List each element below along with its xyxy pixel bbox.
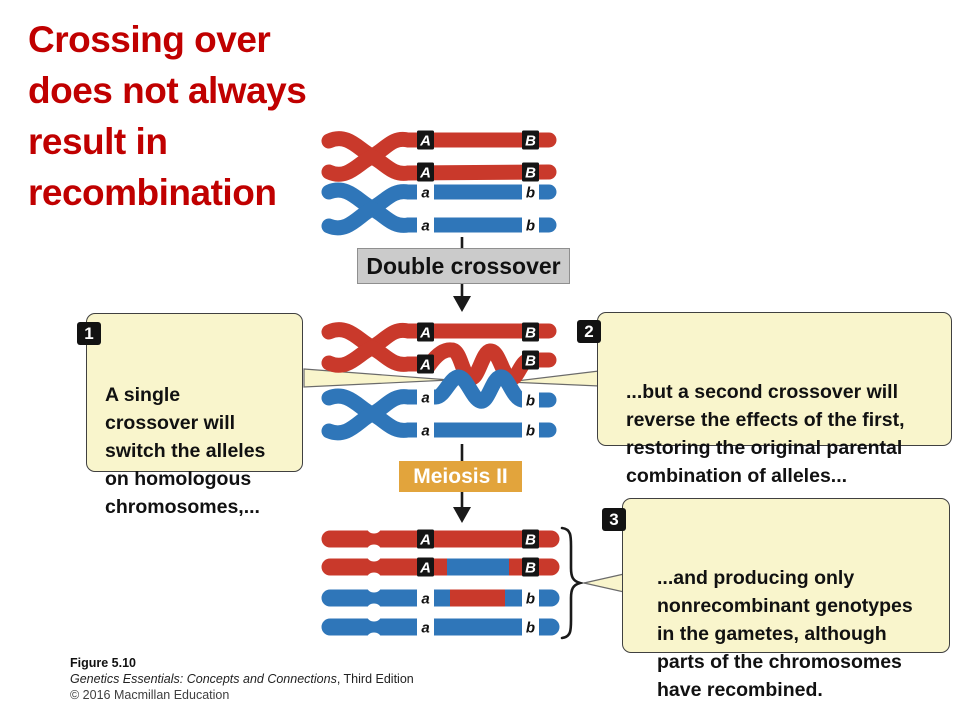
callout-box-1: 1 A single crossover will switch the all… [77,313,303,518]
gametes-brace [560,526,585,640]
svg-text:A: A [419,532,431,549]
blue-chromatid-bottom [321,200,557,236]
svg-text:B: B [525,532,536,549]
svg-text:A: A [419,325,431,342]
callout-box-3: 3 ...and producing only nonrecombinant g… [602,498,950,701]
svg-text:B: B [525,560,536,577]
svg-text:b: b [526,620,535,637]
book-edition: , Third Edition [336,672,414,686]
svg-text:A: A [419,133,431,150]
callout-1-text: A single crossover will switch the allel… [105,384,266,518]
double-crossover-label: Double crossover [357,248,570,284]
slide-title: Crossing over does not always result in … [28,19,307,213]
svg-text:B: B [525,133,536,150]
parental-chromosome-pair [321,131,557,236]
callout-2-text: ...but a second crossover will reverse t… [626,381,905,487]
crossover-chromosome-pair [321,322,557,441]
centromere-notches [367,522,381,644]
gamete-chromosomes [321,530,560,636]
red-chromatid-top-2 [321,322,557,356]
gamete-2-blue-segment [447,558,509,576]
svg-text:A: A [419,357,431,374]
gamete-allele-labels: A B A B a b a b [417,529,539,637]
svg-text:B: B [525,353,536,370]
callout-1-number-badge: 1 [77,322,101,345]
figure-number: Figure 5.10 [70,656,136,670]
svg-text:a: a [421,591,429,608]
svg-text:a: a [421,620,429,637]
red-chromatid-bottom [321,148,557,182]
svg-text:A: A [419,560,431,577]
callout-box-2: 2 ...but a second crossover will reverse… [577,312,952,487]
callout-1-pointer [303,368,451,388]
svg-text:a: a [421,390,429,407]
callout-3-text: ...and producing only nonrecombinant gen… [657,567,913,701]
copyright-line: © 2016 Macmillan Education [70,688,230,702]
svg-text:a: a [421,185,429,202]
red-chromatid-top [321,131,557,165]
book-reference: Genetics Essentials: Concepts and Connec… [70,671,414,687]
svg-text:B: B [525,165,536,182]
callout-3-pointer [583,573,625,593]
blue-chromatid-bottom-2 [321,405,557,441]
meiosis-ii-label: Meiosis II [399,461,522,492]
parental-allele-labels: A B A B a b a b [417,130,539,235]
svg-text:a: a [421,423,429,440]
callout-3-number-badge: 3 [602,508,626,531]
blue-chromatid-top [321,182,557,217]
figure-caption: Figure 5.10 Genetics Essentials: Concept… [70,655,414,703]
svg-text:A: A [419,165,431,182]
svg-text:B: B [525,325,536,342]
gamete-3-red-segment [450,589,505,607]
svg-text:b: b [526,591,535,608]
book-title: Genetics Essentials: Concepts and Connec… [70,672,337,686]
svg-text:b: b [526,423,535,440]
callout-2-number-badge: 2 [577,320,601,343]
crossover-allele-labels: A B A B a b a b [417,322,539,440]
svg-text:b: b [526,185,535,202]
svg-text:b: b [526,218,535,235]
svg-text:a: a [421,218,429,235]
svg-text:b: b [526,393,535,410]
